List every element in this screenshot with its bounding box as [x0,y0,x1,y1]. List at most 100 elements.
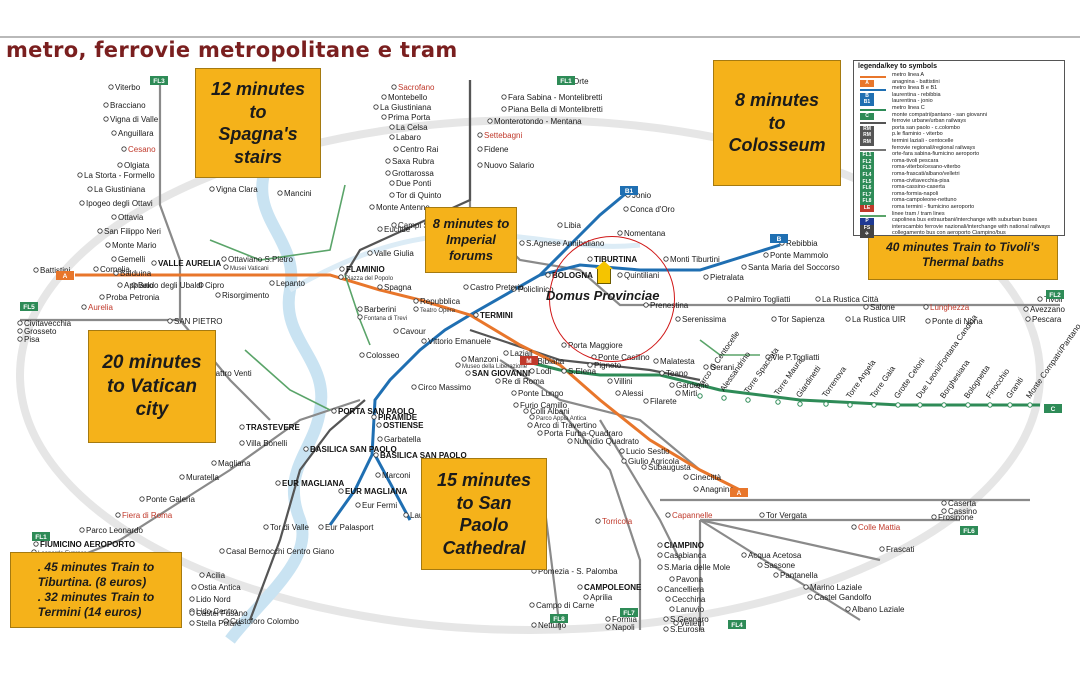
station-label-labaro: Labaro [396,133,421,142]
station-label-tor-sapienza: Tor Sapienza [778,315,825,324]
station-label-ottaviano: Ottaviano S.Pietro [228,255,293,264]
station-label-anagnina: Anagnina [700,485,734,494]
station-dot [741,264,747,270]
station-dot [807,594,813,600]
station-dot [641,464,647,470]
station-dot [659,370,665,376]
station-label-napoli: Napoli [612,623,635,632]
station-label-quattro-venti: Quattro Venti [205,369,252,378]
station-dot [303,446,309,452]
station-label-muratella: Muratella [186,473,219,482]
station-label-frosinone: Frosinone [938,513,974,522]
station-dot [17,320,23,326]
station-dot [198,282,204,288]
station-label-settebagni: Settebagni [484,131,522,140]
station-dot [941,402,947,408]
station-dot [917,402,923,408]
line-badge-fl1 [557,76,575,85]
station-dot [355,502,361,508]
line-badge-label: B1 [625,188,634,195]
station-dot [703,364,709,370]
legend-label: monte compatri/pantano - san giovanni [892,111,988,118]
station-label-ponte-galeria: Ponte Galeria [146,495,195,504]
station-label-proba-petronia: Proba Petronia [106,293,160,302]
station-label-campi-sportivi: Campi Sportivi [398,221,450,230]
station-label-valle-giulia: Valle Giulia [374,249,414,258]
station-label-san-giovanni: SAN GIOVANNI [472,369,530,378]
station-dot [863,304,869,310]
line-badge-c [1044,404,1062,413]
station-dot [121,146,127,152]
legend-line-swatch [860,89,886,92]
legend-badge: FS [860,224,874,232]
station-dot [117,282,123,288]
station-dot [371,414,377,420]
station-label-monte-mario: Monte Mario [112,241,157,250]
station-dot [93,266,99,272]
station-dot [851,524,857,530]
station-dot [657,542,663,548]
station-dot [359,352,365,358]
station-label-malatesta: Malatesta [660,357,695,366]
station-dot [455,362,461,368]
station-dot [683,474,689,480]
legend-badge: FL2 [860,158,874,166]
station-dot [139,496,145,502]
station-dot [675,316,681,322]
station-label-fidene: Fidene [484,145,509,154]
station-dot [338,488,344,494]
station-dot [103,116,109,122]
title-rule [0,36,1080,38]
station-dot [1037,296,1043,302]
station-dot [413,306,419,312]
domus-highlight-circle [549,236,675,362]
legend-badge: FL8 [860,198,874,206]
legend-line-swatch [860,76,886,78]
station-dot [623,206,629,212]
station-label-eur-magliana-l: EUR MAGLIANA [345,487,407,496]
station-label-due-ponti: Due Ponti [396,179,431,188]
legend-row: metro linea B e B1 [858,85,1062,94]
station-label-rebibbia: Rebibbia [786,239,818,248]
ring-road [16,116,1044,634]
legend-row: ferrovie urbane/urban railways [858,118,1062,127]
station-label-colle-mattia: Colle Mattia [858,523,901,532]
station-dot [669,606,675,612]
legend-label: roma-frascati/albano/velletri [892,171,960,177]
station-label-tor-di-valle: Tor di Valle [270,523,310,532]
station-label-ostiense: OSTIENSE [383,421,424,430]
legend-label: roma-formia-napoli [892,190,939,197]
station-dot [391,84,397,90]
legend-label: roma-civitavecchia-pisa [892,177,950,184]
station-label-circo-massimo: Circo Massimo [418,383,471,392]
map-title: metro, ferrovie metropolitane e tram [6,38,458,62]
station-label-eur-fermi: Eur Fermi [362,501,397,510]
station-label-torricola: Torricola [602,517,633,526]
line-badge-label: FL2 [1049,292,1061,299]
station-dot [421,338,427,344]
station-dot [487,118,493,124]
legend-label: laurentina - rebibbia [892,91,941,98]
station-label-la-giustiniana-w: La Giustiniana [94,185,146,194]
station-label-fontana-trevi: Fontana di Trevi [364,316,407,322]
station-dot [111,214,117,220]
station-dot [477,162,483,168]
station-label-vittorio: Vittorio Emanuele [428,337,492,346]
legend-label: roma-viterbo/cesano-viterbo [892,164,961,171]
legend-label: roma-cassino-caserta [892,184,945,191]
station-label-albano-laziale: Albano Laziale [852,605,905,614]
station-label-avezzano: Avezzano [1030,305,1066,314]
line-badge-label: FL4 [731,622,743,629]
station-label-castel-fusano: Castel Fusano [196,609,248,618]
station-label-annibaliano: S.Agnese Annibaliano [526,239,605,248]
station-dot [277,190,283,196]
station-dot [473,312,479,318]
station-label-lodi: Lodi [536,367,551,376]
station-dot [657,564,663,570]
station-label-acilia: Acilia [206,571,226,580]
station-dot [775,399,781,405]
station-label-monti-tiburtini: Monti Tiburtini [670,255,720,264]
station-dot [845,606,851,612]
